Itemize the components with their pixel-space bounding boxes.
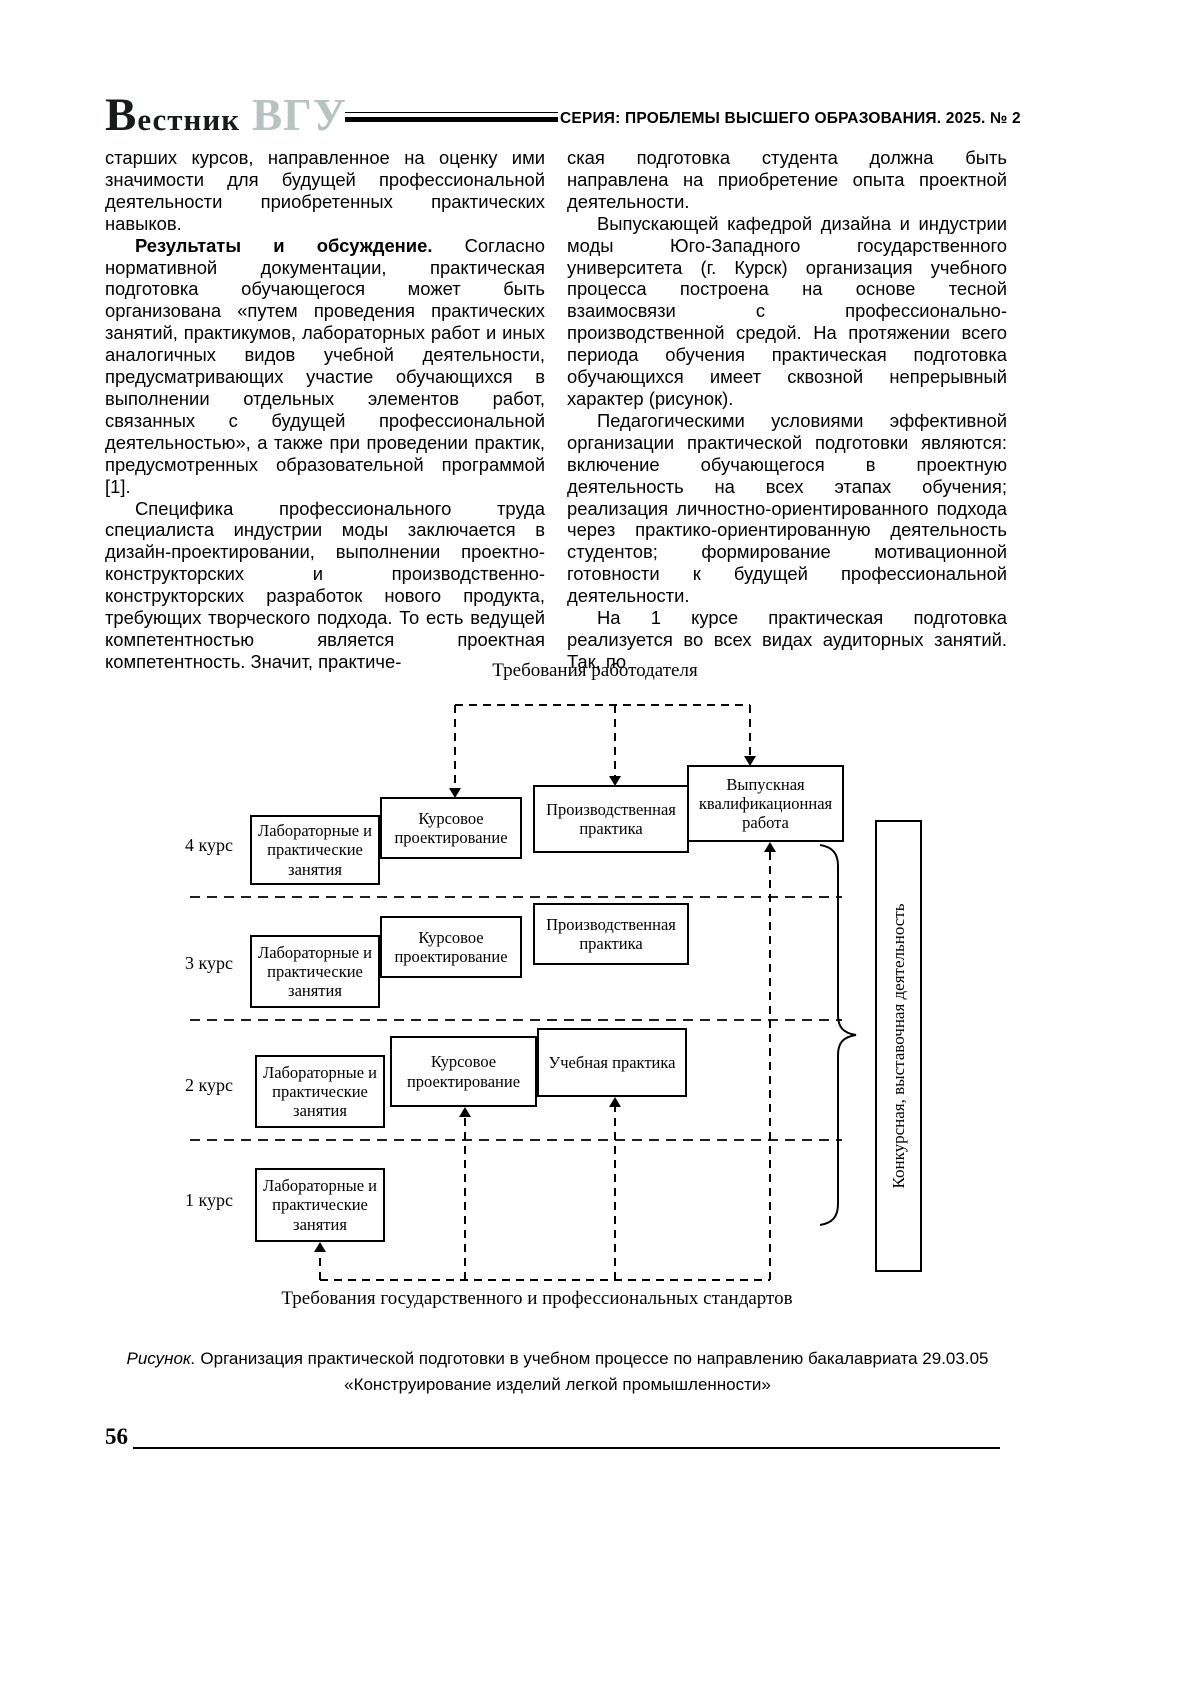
figure-box-label: Лабораторные и практические занятия <box>258 821 372 879</box>
figure-box-lab-course2: Лабораторные и практические занятия <box>255 1055 385 1128</box>
figure-box-label: Выпускная квалификационная работа <box>698 774 833 833</box>
article-columns: старших курсов, направленное на оценку и… <box>105 147 1007 673</box>
paragraph-first-course: На 1 курсе практическая подготовка реали… <box>567 607 1007 672</box>
paragraph-continuation-right: ская подготовка студента должна быть нап… <box>567 147 1007 212</box>
right-column: ская подготовка студента должна быть нап… <box>567 147 1007 673</box>
header-rule-thin <box>345 112 558 113</box>
figure-box-label: Лабораторные и практические занятия <box>263 1062 377 1121</box>
figure-box-coursework-course3: Курсовое проектирование <box>380 916 522 978</box>
bottom-connector <box>319 851 771 1281</box>
footer-rule <box>133 1447 1000 1449</box>
figure-box-coursework-course2: Курсовое проектирование <box>390 1036 537 1107</box>
brace <box>819 844 857 1226</box>
figure-box-label: Курсовое проектирование <box>394 927 508 966</box>
paragraph-department: Выпускающей кафедрой дизайна и индустрии… <box>567 212 1007 409</box>
course-label-2: 2 курс <box>185 1075 233 1095</box>
paragraph-results-lead: Результаты и обсуждение. <box>135 234 433 256</box>
figure-box-lab-course3: Лабораторные и практические занятия <box>250 935 380 1008</box>
figure-box-label: Лабораторные и практические занятия <box>263 1176 377 1234</box>
figure-box-lab-course4: Лабораторные и практические занятия <box>250 815 380 885</box>
course-label-4: 4 курс <box>185 835 233 855</box>
top-arrowheads <box>449 756 756 798</box>
figure-box-coursework-course4: Курсовое проектирование <box>380 797 522 859</box>
page-number: 56 <box>105 1424 128 1449</box>
figure-box-industrial-practice-course3: Производственная практика <box>533 903 689 965</box>
figure-box-label: Лабораторные и практические занятия <box>258 942 372 1001</box>
course-label-1: 1 курс <box>185 1190 233 1210</box>
header-rule <box>345 117 558 122</box>
figure-box-label: Курсовое проектирование <box>406 1052 521 1091</box>
figure-caption: Рисунок. Организация практической подгот… <box>105 1346 1010 1399</box>
figure-box-contest-activity: Конкурсная, выставочная деятельность <box>875 820 922 1272</box>
figure-box-label: Курсовое проектирование <box>394 808 508 847</box>
left-column: старших курсов, направленное на оценку и… <box>105 147 545 673</box>
state-standards-label: Требования государственного и профессион… <box>281 1288 793 1309</box>
figure-diagram: Требования работодателя 4 курс Лаборатор… <box>100 655 1100 1309</box>
logo-word: естник <box>137 102 241 137</box>
course-separators <box>190 896 842 1141</box>
course-label-3: 3 курс <box>185 953 233 973</box>
paragraph-results-text: Согласно нормативной документации, практ… <box>105 234 545 497</box>
logo-initial-letter: В <box>105 89 138 141</box>
paragraph-conditions: Педагогическими условиями эффективной ор… <box>567 409 1007 607</box>
top-connector <box>454 704 751 788</box>
figure-box-industrial-practice-course4: Производственная практика <box>533 785 689 853</box>
figure-box-graduation-thesis: Выпускная квалификационная работа <box>687 765 844 842</box>
figure-caption-lead: Рисунок. <box>126 1349 196 1368</box>
figure-caption-text: Организация практической подготовки в уч… <box>195 1349 989 1395</box>
figure-box-training-practice: Учебная практика <box>537 1028 687 1097</box>
bottom-arrowheads <box>314 842 776 1252</box>
logo-accent: ВГУ <box>252 90 347 140</box>
figure-arrows <box>190 704 857 1281</box>
paragraph-continuation: старших курсов, направленное на оценку и… <box>105 147 545 234</box>
figure-box-lab-course1: Лабораторные и практические занятия <box>255 1168 385 1242</box>
paragraph-results: Результаты и обсуждение. Согласно нормат… <box>105 235 545 498</box>
paragraph-specifics: Специфика профессионального труда специа… <box>105 497 545 672</box>
series-title: СЕРИЯ: ПРОБЛЕМЫ ВЫСШЕГО ОБРАЗОВАНИЯ. 202… <box>560 110 1021 127</box>
contest-activity-label: Конкурсная, выставочная деятельность <box>888 903 908 1189</box>
figure-box-label: Производственная практика <box>546 799 676 838</box>
figure-box-label: Производственная практика <box>546 914 676 953</box>
figure-box-label: Учебная практика <box>548 1052 676 1072</box>
employer-requirements-label: Требования работодателя <box>492 660 698 681</box>
